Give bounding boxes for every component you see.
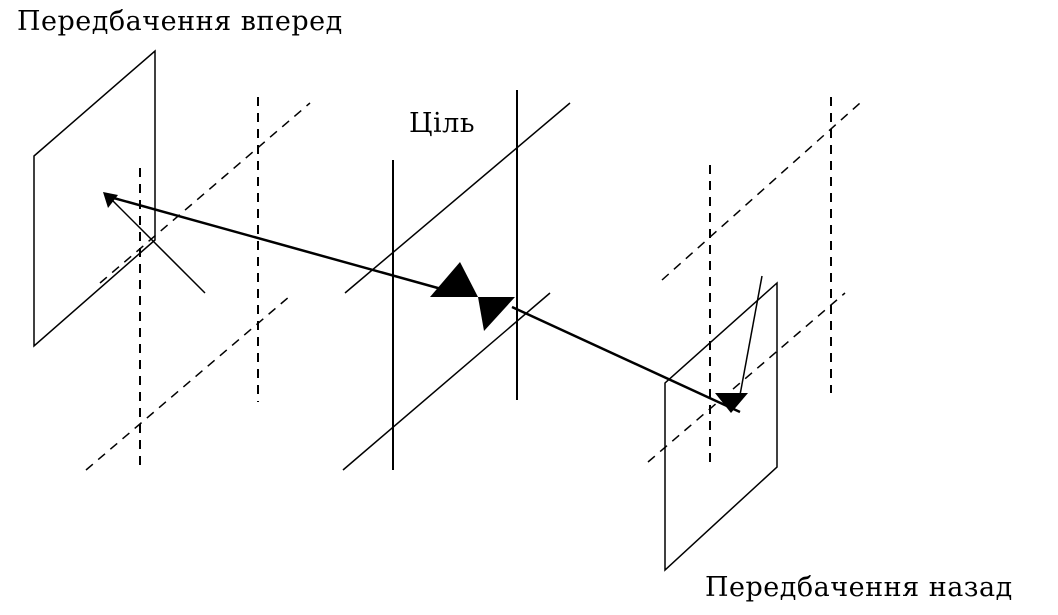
forward-prediction-label: Передбачення вперед — [17, 6, 343, 37]
backward-frame — [664, 281, 778, 572]
target-block-upper — [430, 262, 478, 297]
backward-arrowhead-icon — [715, 393, 748, 413]
backward-vector — [511, 305, 741, 414]
target-frames — [342, 90, 571, 471]
backward-prediction-label: Передбачення назад — [705, 572, 1013, 603]
forward-frame — [33, 49, 156, 348]
forward-arrowhead-icon — [103, 192, 118, 208]
forward-vector — [109, 195, 446, 292]
forward-dashed-volume — [85, 97, 311, 472]
target-label: Ціль — [409, 108, 476, 139]
backward-projection — [739, 275, 763, 396]
forward-projection — [111, 199, 206, 294]
backward-dashed-volume — [647, 97, 861, 463]
target-block-lower — [478, 297, 515, 331]
